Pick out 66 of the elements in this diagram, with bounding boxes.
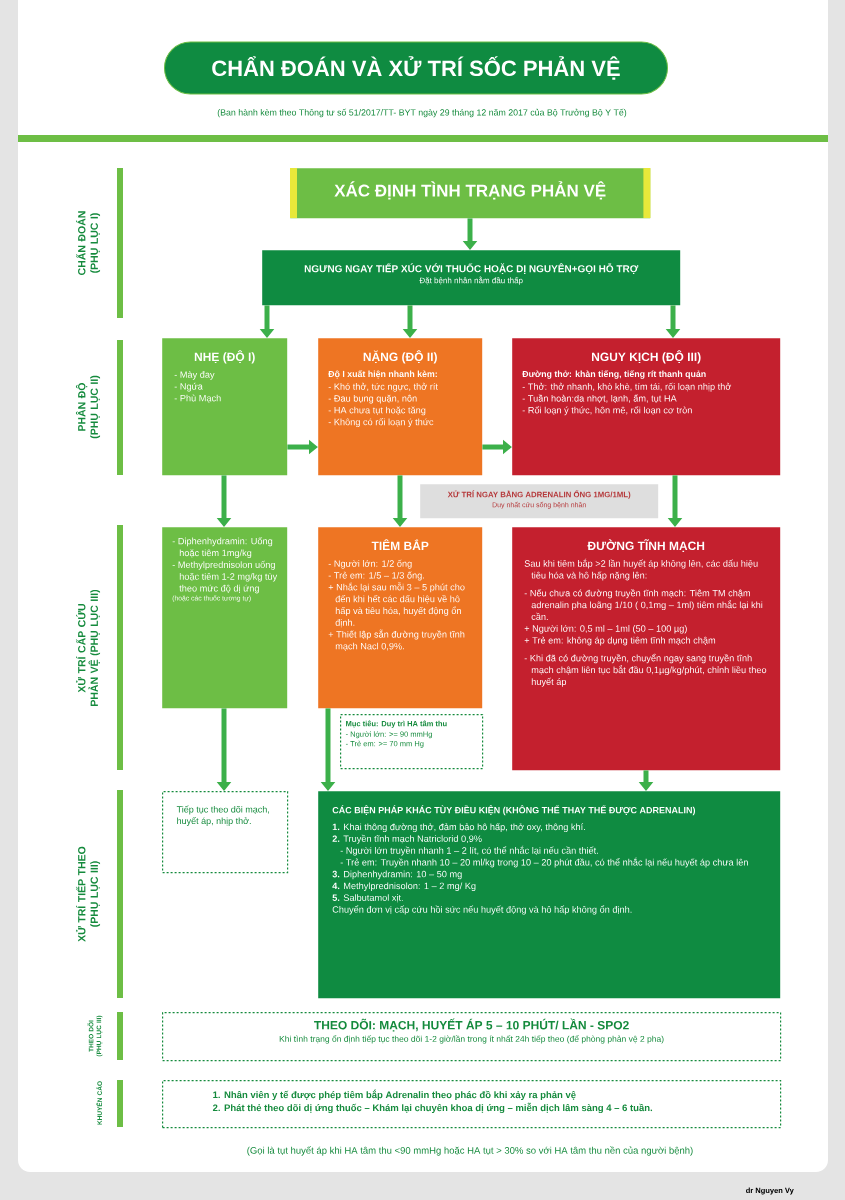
body-text: Đường thở: khàn tiếng, tiếng rít thanh quản: [522, 370, 706, 379]
list-item: - Thở: thở nhanh, khò khè, tím tái, rối loạn nhịp thở: [522, 382, 732, 392]
list-item: 2. Truyền tĩnh mạch Natriclorid 0,9%: [332, 834, 482, 844]
grade-box: [318, 338, 483, 476]
list-item: - Trẻ em: 1/5 – 1/3 ống.: [328, 571, 424, 581]
list-item: - Methylprednisolon uống hoặc tiêm 1-2 mg/kg tùy theo mức độ dị ứng: [172, 560, 278, 594]
list-item: + Nhắc lại sau mỗi 3 – 5 phút cho đến khi hết các dấu hiệu về hô hấp và tiêu hóa, huyết động ổn định.: [328, 582, 465, 628]
subtitle-text: (Ban hành kèm theo Thông tư số 51/2017/TT- BYT ngày 29 tháng 12 năm 2017 của Bộ Trưởng Bộ Y Tế): [217, 108, 627, 118]
list-item: + Trẻ em: không áp dụng tiêm tĩnh mạch chậm: [524, 636, 716, 646]
list-item: - Nếu chưa có đường truyền tĩnh mạch: Tiêm TM chậm adrenalin pha loãng 1/10 ( 0,1mg – 1ml) tiêm nhắc lại khi cần.: [524, 589, 763, 620]
list-item: 1. Khai thông đường thở, đảm bảo hô hấp, thở oxy, thông khí.: [332, 823, 585, 832]
list-item: - Ngứa: [174, 382, 203, 392]
measures-box: [318, 791, 781, 999]
list-item: Chuyển đơn vị cấp cứu hồi sức nếu huyết động và hô hấp không ổn định.: [332, 905, 632, 915]
box-heading: NGUY KỊCH (ĐỘ III): [592, 350, 701, 364]
list-item: 5. Salbutamol xịt.: [332, 894, 403, 903]
banner-heading: XÁC ĐỊNH TÌNH TRẠNG PHẢN VỆ: [334, 181, 606, 200]
list-item: - Không có rối loạn ý thức: [328, 418, 434, 428]
treatment-box: [162, 527, 288, 709]
section-label: PHÂN ĐỘ (PHỤ LỤC II): [75, 375, 101, 439]
treatment-box: [512, 527, 781, 771]
list-item: Sau khi tiêm bắp >2 lần huyết áp không lên, các dấu hiệu tiêu hóa và hô hấp nặng lên:: [524, 558, 758, 581]
section-label: CHẨN ĐOÁN (PHỤ LỤC I): [75, 211, 101, 275]
list-item: - Phù Mạch: [174, 394, 221, 403]
banner-box: [290, 168, 651, 219]
treatment-box: [318, 527, 483, 709]
section-label: XỬ TRÍ CẤP CỨU PHẢN VỆ (PHỤ LỤC III): [75, 589, 101, 706]
list-item: - HA chưa tụt hoặc tăng: [328, 406, 426, 416]
follow-up-box: [162, 791, 289, 874]
list-item: 4. Methylprednisolon: 1 – 2 mg/ Kg: [332, 882, 476, 891]
footnote-text: (Gọi là tụt huyết áp khi HA tâm thu <90 mmHg hoặc HA tụt > 30% so với HA tâm thu nền của người bệnh): [247, 1146, 693, 1156]
list-item: - Khó thở, tức ngực, thở rít: [328, 382, 438, 392]
list-item: 3. Diphenhydramin: 10 – 50 mg: [332, 870, 462, 880]
section-label: XỬ TRÍ TIẾP THEO (PHỤ LỤC III): [75, 846, 101, 942]
list-item: 1. Nhân viên y tế được phép tiêm bắp Adrenalin theo phác đồ khi xảy ra phản vệ: [213, 1089, 576, 1101]
list-item: - Rối loạn ý thức, hôn mê, rối loạn cơ tròn: [522, 406, 692, 416]
list-item: - Diphenhydramin: Uống hoặc tiêm 1mg/kg: [172, 537, 273, 558]
box-heading: NGƯNG NGAY TIẾP XÚC VỚI THUỐC HOẶC DỊ NGUYÊN+GỌI HỖ TRỢ: [304, 263, 639, 274]
list-item: - Khi đã có đường truyền, chuyển ngay sang truyền tĩnh mạch chậm liên tục bắt đầu 0,1µg/kg/phút, chỉnh liều theo huyết áp: [524, 653, 767, 687]
recommendation-box: [162, 1080, 782, 1129]
box-heading: CÁC BIỆN PHÁP KHÁC TÙY ĐIỀU KIỆN (KHÔNG THỂ THAY THẾ ĐƯỢC ADRENALIN): [332, 805, 696, 816]
list-item: + Thiết lập sẵn đường truyền tĩnh mạch Nacl 0,9%.: [328, 629, 465, 651]
box-heading: THEO DÕI: MẠCH, HUYẾT ÁP 5 – 10 PHÚT/ LẦN - SPO2: [314, 1018, 629, 1032]
box-heading: NHẸ (ĐỘ I): [194, 350, 255, 364]
box-heading: NẶNG (ĐỘ II): [363, 350, 437, 364]
subheading: Đặt bệnh nhân nằm đầu thấp: [419, 276, 523, 285]
list-item: - Người lớn: 1/2 ống: [328, 559, 412, 569]
box-heading: TIÊM BẮP: [371, 539, 429, 550]
subheading: Khi tình trạng ổn định tiếp tục theo dõi 1-2 giờ/lần trong ít nhất 24h tiếp theo (để phòng phản vệ 2 pha): [279, 1035, 664, 1044]
body-text: Độ I xuất hiện nhanh kèm:: [328, 370, 437, 379]
list-item: - Đau bụng quặn, nôn: [328, 394, 417, 404]
list-item: 2. Phát thẻ theo dõi dị ứng thuốc – Khám lại chuyên khoa dị ứng – miễn dịch lâm sàng 4 – 6 tuần.: [212, 1102, 653, 1114]
list-item: - Tuần hoàn:da nhợt, lạnh, ẩm, tụt HA: [522, 394, 677, 403]
instruction-box: [420, 484, 659, 519]
grade-box: [512, 338, 781, 476]
list-item: - Người lớn truyền nhanh 1 – 2 lít, có thể nhắc lại nếu cần thiết.: [340, 845, 598, 856]
list-item: + Người lớn: 0,5 ml – 1ml (50 – 100 µg): [524, 624, 687, 634]
monitoring-box: [162, 1012, 782, 1062]
box-heading: ĐƯỜNG TĨNH MẠCH: [587, 539, 705, 553]
action-box: [262, 250, 681, 306]
list-item: - Mày đay: [174, 371, 215, 380]
title-pill: CHẨN ĐOÁN VÀ XỬ TRÍ SỐC PHẢN VỆ: [164, 41, 668, 95]
grade-box: [162, 338, 288, 476]
goal-box: [340, 714, 484, 770]
list-item: - Trẻ em: Truyền nhanh 10 – 20 ml/kg trong 10 – 20 phút đầu, có thể nhắc lại nếu huyết áp chưa lên: [340, 857, 748, 868]
body-text: Tiếp tục theo dõi mạch, huyết áp, nhịp thở.: [176, 805, 269, 826]
